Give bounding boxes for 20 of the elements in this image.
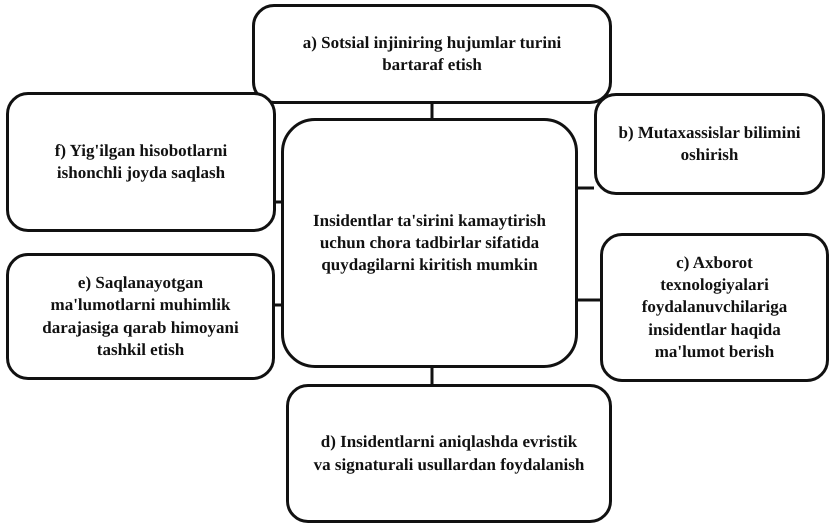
box-text: c) Axborot texnologiyalari foydalanuvchilariga insidentlar haqida ma'lumot berish [640, 252, 788, 363]
item-box [600, 233, 829, 382]
central-box [281, 118, 578, 368]
box-text: a) Sotsial injiniring hujumlar turini bartaraf etish [302, 32, 562, 76]
box-text: e) Saqlanayotgan ma'lumotlarni muhimlik darajasiga qarab himoyani tashkil etish [41, 272, 240, 361]
item-box [286, 384, 612, 523]
box-text: Insidentlar ta'sirini kamaytirish uchun chora tadbirlar sifatida quydagilarni kiritish mumkin [312, 210, 547, 276]
connector-line [578, 186, 594, 190]
item-box [252, 4, 612, 104]
box-text: b) Mutaxassislar bilimini oshirish [618, 122, 802, 166]
box-text: d) Insidentlarni aniqlashda evristik va signaturali usullardan foydalanish [313, 431, 585, 476]
box-text: f) Yig'ilgan hisobotlarni ishonchli joyda saqlash [54, 140, 228, 184]
connector-line [430, 104, 434, 118]
connector-line [276, 200, 281, 204]
connector-line [430, 368, 434, 384]
item-box [6, 253, 275, 380]
item-box [594, 93, 825, 195]
connector-line [275, 304, 281, 306]
item-box [6, 92, 276, 232]
connector-line [578, 298, 600, 302]
